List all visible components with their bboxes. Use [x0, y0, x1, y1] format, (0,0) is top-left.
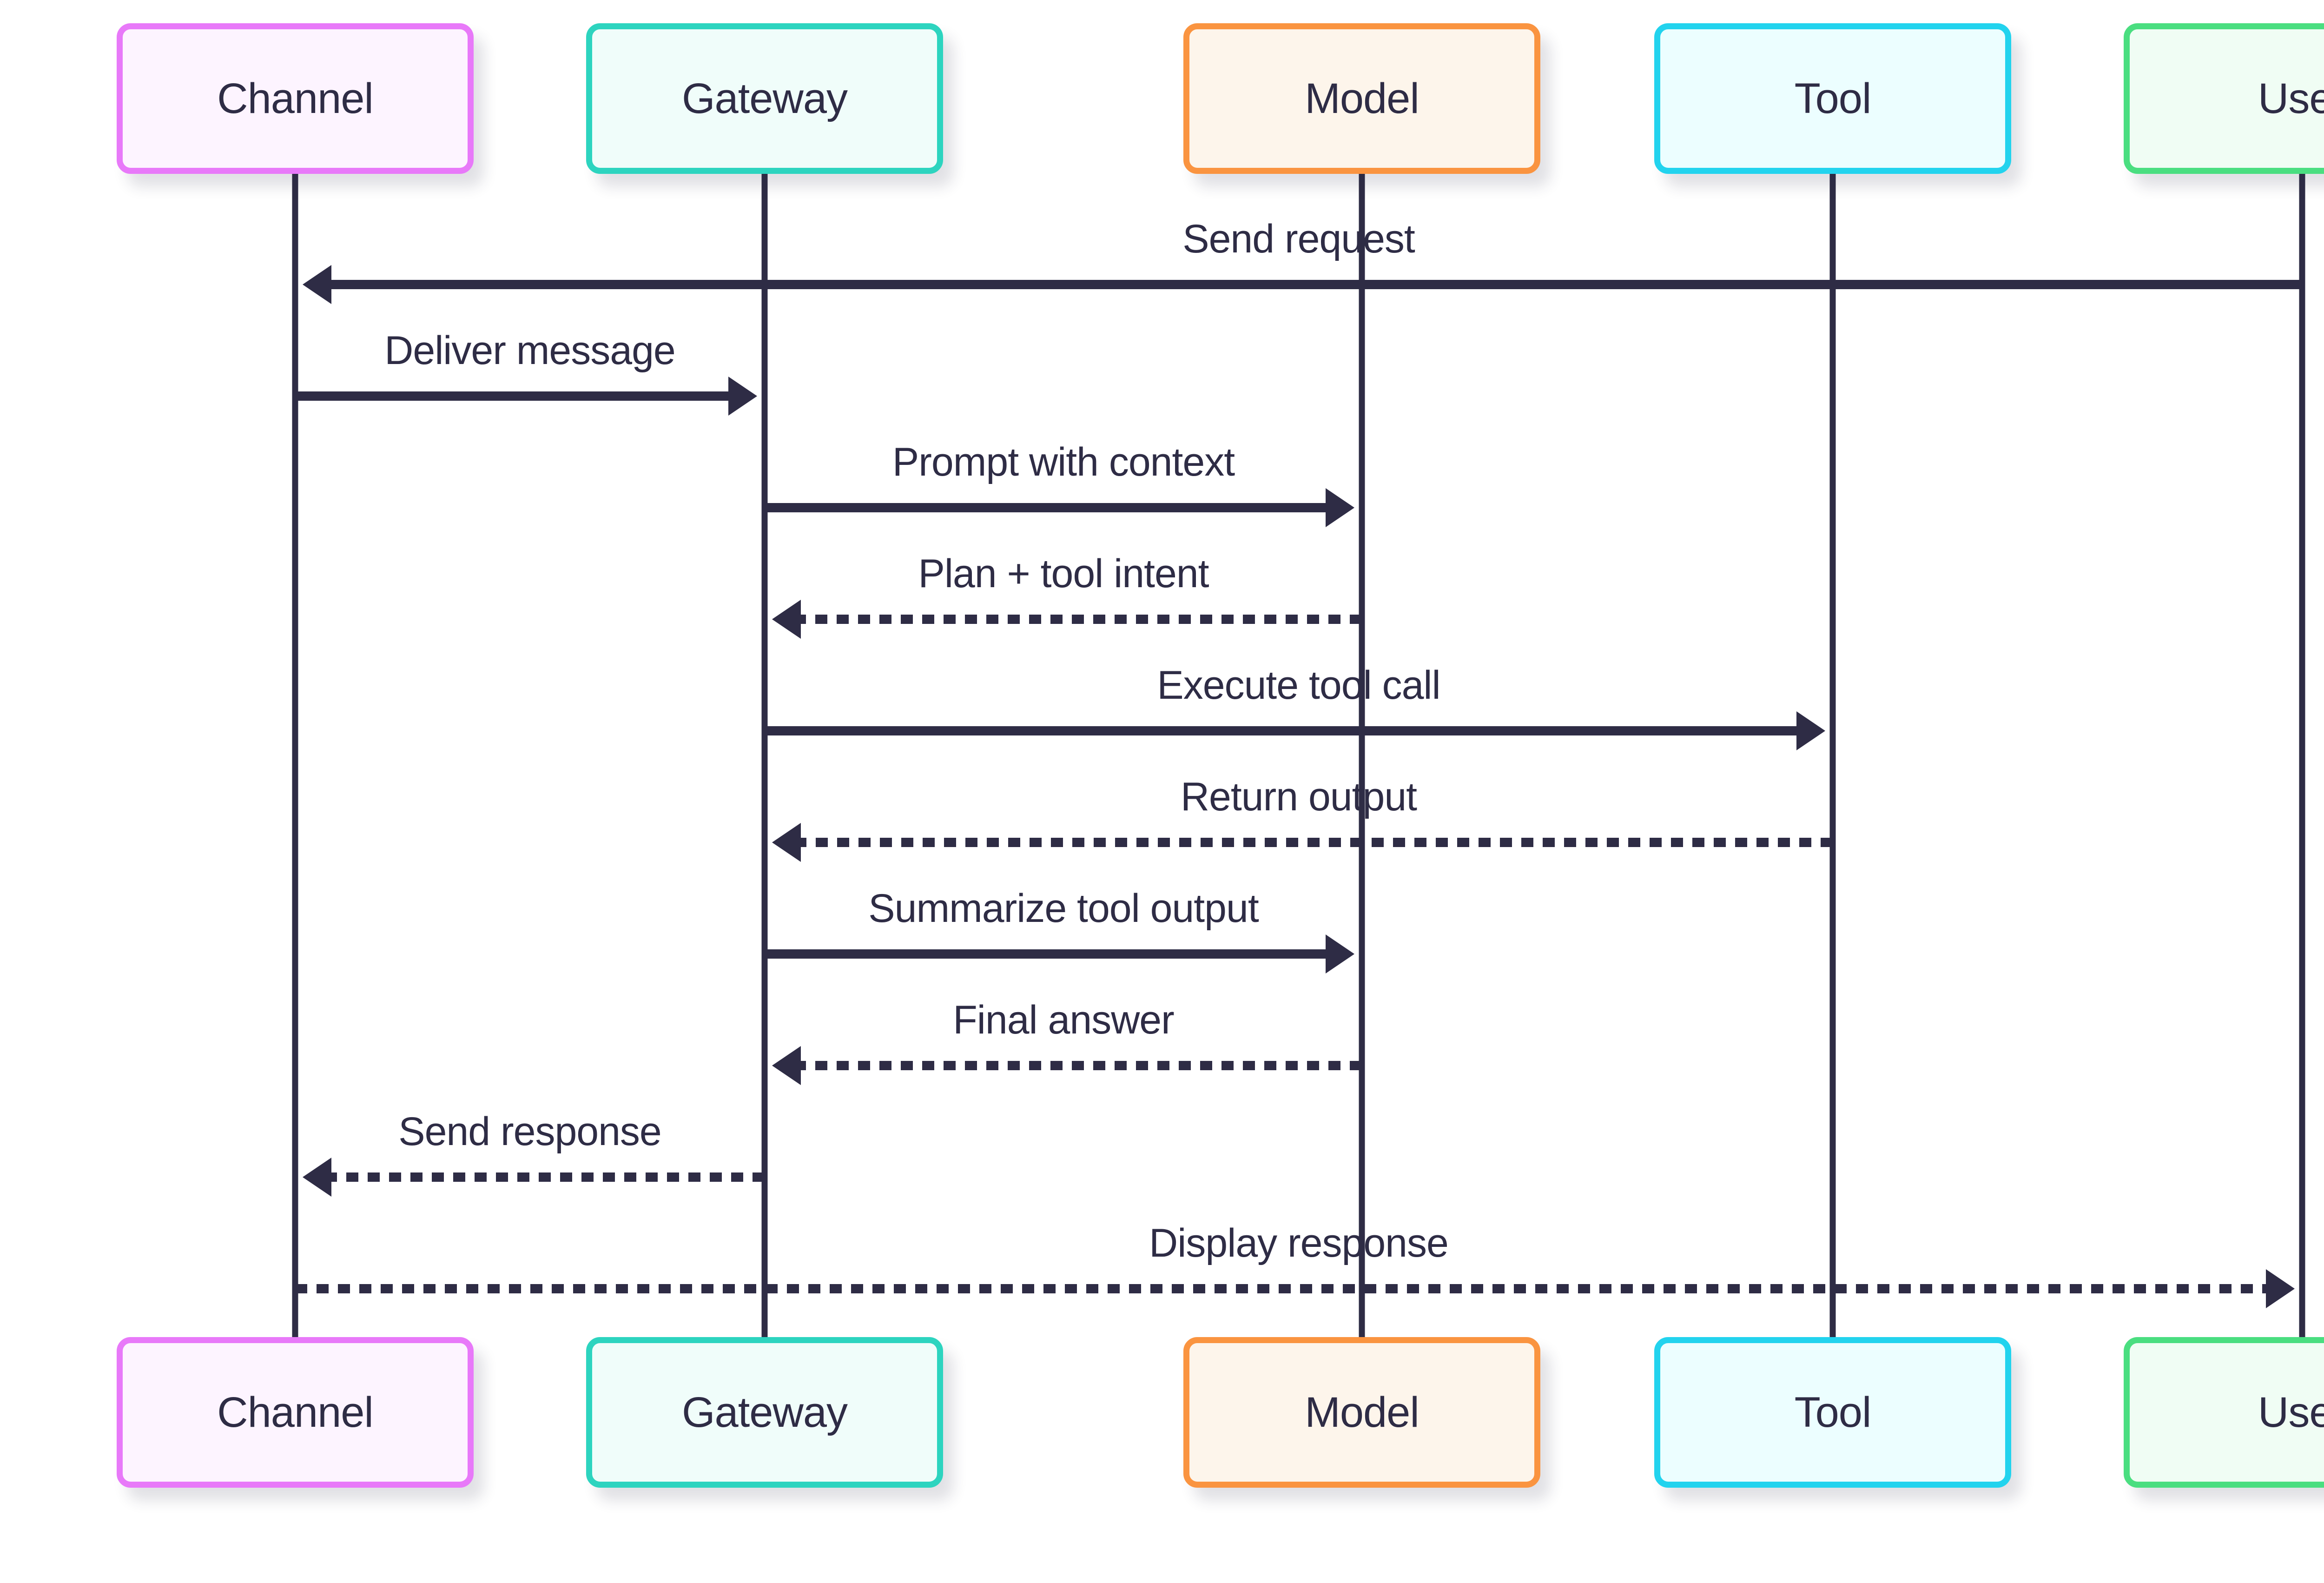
actor-label-model: Model [1305, 1388, 1419, 1436]
actor-label-tool: Tool [1794, 1388, 1872, 1436]
message-arrow-plan-tool-intent [772, 600, 1362, 639]
actor-box-user-top: User [2124, 23, 2324, 174]
message-arrow-send-response [303, 1158, 765, 1197]
message-arrow-deliver-message [295, 377, 757, 416]
arrowhead-left [303, 1158, 331, 1197]
message-label-display-response: Display response [1149, 1221, 1449, 1265]
actor-box-tool-top: Tool [1654, 23, 2011, 174]
actor-box-gateway-bottom: Gateway [586, 1337, 943, 1488]
message-arrow-display-response [295, 1269, 2295, 1308]
arrowhead-right [1326, 488, 1354, 527]
message-label-return-output: Return output [1180, 775, 1417, 819]
message-label-prompt-with-context: Prompt with context [892, 440, 1235, 484]
actor-label-tool: Tool [1794, 74, 1872, 122]
arrowhead-left [772, 1046, 801, 1085]
arrowhead-left [772, 600, 801, 639]
message-label-summarize-tool-output: Summarize tool output [868, 886, 1259, 931]
actor-box-model-bottom: Model [1183, 1337, 1540, 1488]
actor-label-gateway: Gateway [681, 74, 848, 122]
message-label-send-request: Send request [1182, 217, 1415, 261]
arrowhead-left [303, 265, 331, 304]
actor-box-tool-bottom: Tool [1654, 1337, 2011, 1488]
actor-box-channel-top: Channel [117, 23, 474, 174]
actor-box-channel-bottom: Channel [117, 1337, 474, 1488]
arrowhead-right [728, 377, 757, 416]
message-label-final-answer: Final answer [953, 998, 1175, 1042]
message-label-execute-tool-call: Execute tool call [1157, 663, 1440, 708]
message-arrow-summarize-tool-output [765, 934, 1354, 974]
arrowhead-right [1796, 711, 1825, 750]
actor-label-model: Model [1305, 74, 1419, 122]
actor-label-channel: Channel [217, 1388, 374, 1436]
actor-label-gateway: Gateway [681, 1388, 848, 1436]
arrowhead-right [2266, 1269, 2295, 1308]
message-label-plan-tool-intent: Plan + tool intent [918, 551, 1209, 596]
message-arrow-final-answer [772, 1046, 1362, 1085]
message-arrow-return-output [772, 823, 1833, 862]
arrowhead-left [772, 823, 801, 862]
message-arrow-send-request [303, 265, 2302, 304]
message-label-send-response: Send response [398, 1109, 662, 1154]
message-arrow-execute-tool-call [765, 711, 1825, 750]
actor-label-user: User [2258, 74, 2324, 122]
actor-box-gateway-top: Gateway [586, 23, 943, 174]
actor-box-model-top: Model [1183, 23, 1540, 174]
message-label-deliver-message: Deliver message [384, 328, 675, 373]
actor-label-user: User [2258, 1388, 2324, 1436]
arrowhead-right [1326, 934, 1354, 974]
actor-box-user-bottom: User [2124, 1337, 2324, 1488]
message-arrow-prompt-with-context [765, 488, 1354, 527]
actor-label-channel: Channel [217, 74, 374, 122]
